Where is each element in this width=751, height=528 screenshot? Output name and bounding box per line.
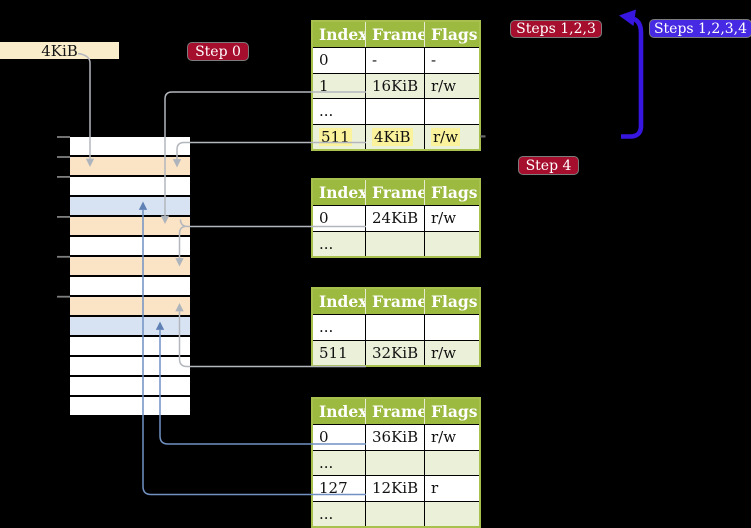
memory-row (70, 236, 190, 256)
cell-frame (365, 315, 424, 340)
cell-frame (365, 99, 424, 124)
cell-index: 511 (319, 343, 348, 362)
recursive-loop-arrow (619, 9, 644, 139)
cell-flags (424, 231, 479, 256)
frame-size-label: 4KiB (0, 42, 119, 60)
steps1234-badge: Steps 1,2,3,4 (650, 20, 751, 37)
table-row: 511 32KiB r/w (313, 339, 479, 365)
steps123-badge: Steps 1,2,3 (511, 21, 601, 37)
cell-flags: - (424, 48, 479, 73)
cell-frame (365, 231, 424, 256)
page-table-3: Index Frame Flags ... 511 32KiB r/w (311, 287, 481, 367)
cell-index: 0 (319, 209, 329, 228)
memory-row (70, 296, 190, 316)
header-flags: Flags (424, 22, 479, 47)
table-header: Index Frame Flags (313, 180, 479, 205)
cell-frame (365, 501, 424, 526)
cell-flags: r/w (424, 425, 479, 450)
cell-flags: r/w (424, 340, 479, 365)
loop-arrowhead (619, 9, 636, 26)
cell-flags (424, 315, 479, 340)
cell-frame: 4KiB (365, 124, 424, 149)
cell-index: ... (319, 453, 334, 472)
table-row-recursive: 511 4KiB r/w (313, 123, 479, 149)
page-table-4: Index Frame Flags 0 36KiB r/w ... 127 12… (311, 397, 481, 528)
cell-flags: r/w (424, 206, 479, 231)
cell-index: 0 (319, 428, 329, 447)
cell-frame: 24KiB (365, 206, 424, 231)
memory-row (70, 336, 190, 356)
header-index: Index (319, 292, 365, 311)
memory-row (70, 276, 190, 296)
cell-frame: - (365, 48, 424, 73)
table-row: 0 24KiB r/w (313, 205, 479, 231)
header-index: Index (319, 402, 365, 421)
cell-frame: 32KiB (365, 340, 424, 365)
header-flags: Flags (424, 289, 479, 314)
header-index: Index (319, 25, 365, 44)
memory-row (70, 216, 190, 236)
table-row: ... (313, 98, 479, 124)
page-table-1: Index Frame Flags 0 - - 1 16KiB r/w ... … (311, 20, 481, 151)
table-header: Index Frame Flags (313, 22, 479, 47)
cell-flags (424, 501, 479, 526)
cell-frame: 12KiB (365, 476, 424, 501)
table-row: 0 36KiB r/w (313, 424, 479, 450)
cell-index: ... (319, 318, 334, 337)
header-frame: Frame (365, 180, 424, 205)
memory-row (70, 356, 190, 376)
memory-row (70, 176, 190, 196)
cell-index: ... (319, 504, 334, 523)
memory-tick-marks (57, 136, 70, 298)
header-frame: Frame (365, 289, 424, 314)
memory-row (70, 256, 190, 276)
table-row: 1 16KiB r/w (313, 72, 479, 98)
table-row: 0 - - (313, 47, 479, 73)
memory-row (70, 376, 190, 396)
memory-row (70, 137, 190, 156)
cell-flags: r (424, 476, 479, 501)
cell-flags (424, 99, 479, 124)
header-frame: Frame (365, 22, 424, 47)
cell-index: 511 (319, 127, 352, 146)
header-index: Index (319, 183, 365, 202)
memory-row (70, 196, 190, 216)
table-header: Index Frame Flags (313, 289, 479, 314)
cell-flags: r/w (424, 124, 479, 149)
physical-memory-column (70, 137, 190, 415)
cell-flags: r/w (424, 73, 479, 98)
table-row: 127 12KiB r (313, 475, 479, 501)
memory-row (70, 396, 190, 415)
dash-mark (480, 135, 486, 138)
cell-frame (365, 450, 424, 475)
step4-badge: Step 4 (519, 157, 578, 174)
cell-index: 127 (319, 479, 348, 498)
header-frame: Frame (365, 399, 424, 424)
memory-row (70, 316, 190, 336)
cell-index: ... (319, 234, 334, 253)
cell-flags (424, 450, 479, 475)
table-row: ... (313, 500, 479, 526)
step0-badge: Step 0 (188, 43, 248, 60)
table-row: ... (313, 230, 479, 256)
table-row: ... (313, 449, 479, 475)
cell-index: 1 (319, 76, 329, 95)
cell-frame: 36KiB (365, 425, 424, 450)
table-row: ... (313, 314, 479, 340)
cell-index: ... (319, 102, 334, 121)
table-header: Index Frame Flags (313, 399, 479, 424)
cell-frame: 16KiB (365, 73, 424, 98)
cell-index: 0 (319, 51, 329, 70)
header-flags: Flags (424, 180, 479, 205)
memory-row (70, 156, 190, 176)
header-flags: Flags (424, 399, 479, 424)
page-table-2: Index Frame Flags 0 24KiB r/w ... (311, 178, 481, 258)
